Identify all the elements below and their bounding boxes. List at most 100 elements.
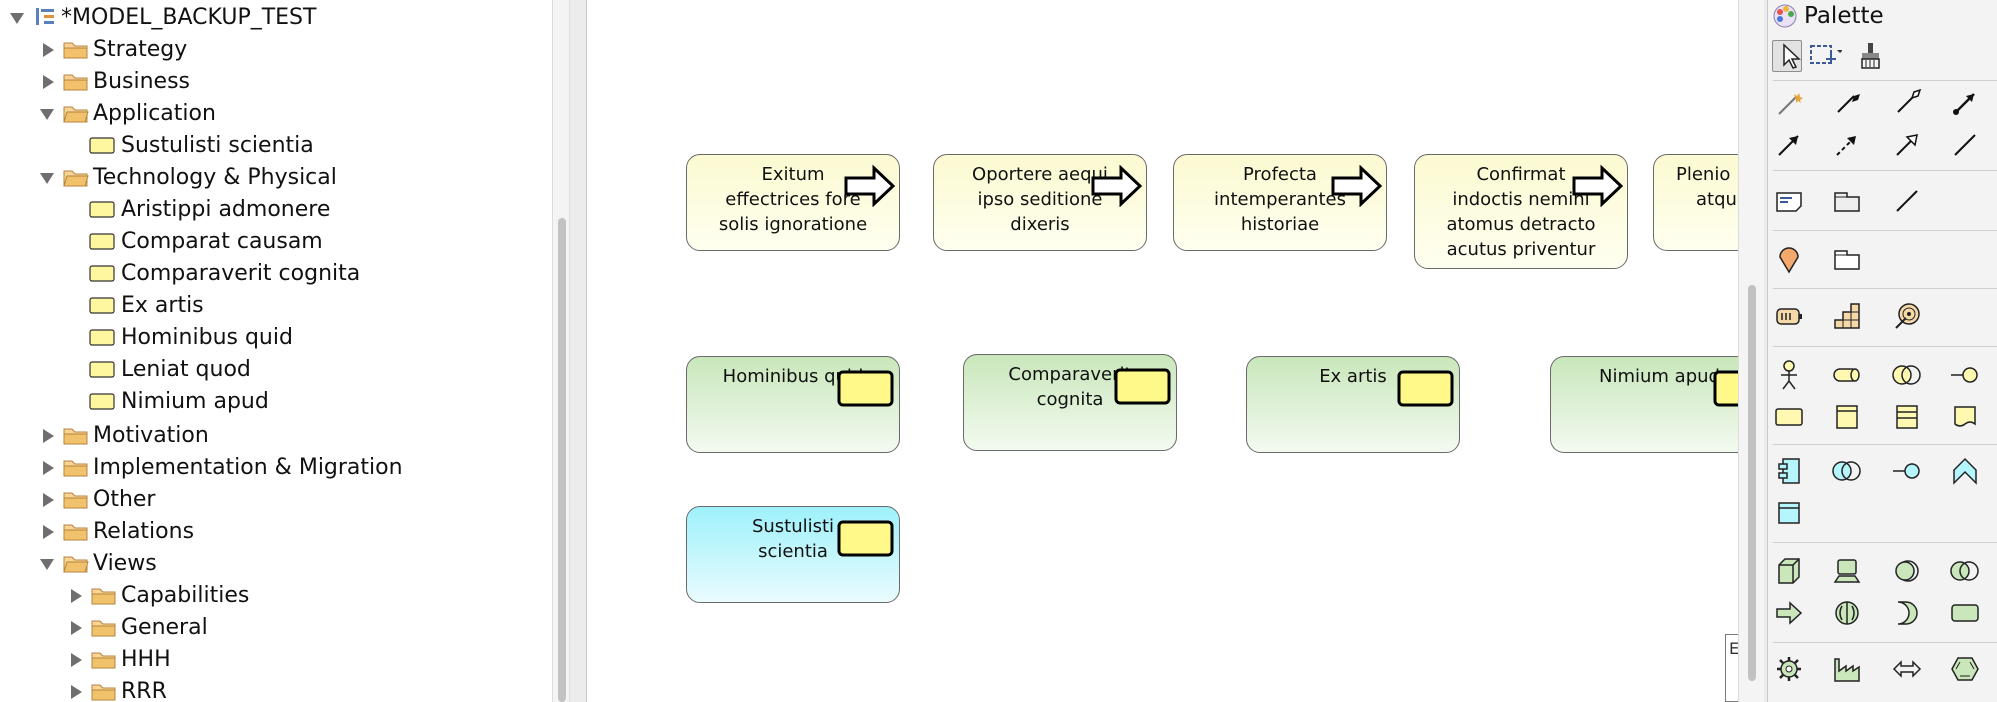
expand-arrow-icon[interactable]: [40, 556, 55, 571]
capability-icon[interactable]: [1826, 297, 1868, 335]
tree-item-hominibus[interactable]: Hominibus quid: [89, 322, 293, 352]
location-icon[interactable]: [1768, 240, 1810, 278]
tree-folder-general[interactable]: General: [68, 612, 208, 642]
application-event-icon[interactable]: [1944, 452, 1986, 490]
tree-folder-business[interactable]: Business: [40, 66, 190, 96]
tree-item-comparat[interactable]: Comparat causam: [89, 226, 323, 256]
association-relation-icon[interactable]: [1944, 126, 1986, 164]
tree-item-sustulisti-scientia[interactable]: Sustulisti scientia: [89, 130, 314, 160]
expand-arrow-icon[interactable]: [40, 428, 55, 443]
expand-arrow-icon[interactable]: [40, 524, 55, 539]
representation-icon[interactable]: [1944, 398, 1986, 436]
diagram-canvas[interactable]: Exitum effectrices fore solis ignoration…: [586, 0, 1738, 702]
expand-arrow-icon[interactable]: [40, 42, 55, 57]
expand-arrow-icon[interactable]: [40, 170, 55, 185]
tree-scrollbar[interactable]: [552, 0, 570, 702]
note-icon[interactable]: [1768, 182, 1810, 220]
expand-arrow-icon[interactable]: [10, 10, 25, 25]
select-pointer-icon[interactable]: [1768, 37, 1810, 75]
composition-relation-icon[interactable]: [1826, 84, 1868, 122]
tree-folder-strategy[interactable]: Strategy: [40, 34, 187, 64]
tree-item-ex-artis[interactable]: Ex artis: [89, 290, 204, 320]
scrollbar-thumb[interactable]: [558, 218, 566, 702]
application-interface-icon[interactable]: [1886, 452, 1928, 490]
specialization-relation-icon[interactable]: [1886, 126, 1928, 164]
distribution-network-icon[interactable]: [1886, 650, 1928, 688]
marquee-select-icon[interactable]: [1804, 37, 1846, 75]
element-icon: [89, 329, 115, 346]
diagram-application-service[interactable]: Exitum effectrices fore solis ignoration…: [686, 154, 900, 251]
business-actor-icon[interactable]: [1768, 356, 1810, 394]
connection-line-icon[interactable]: [1886, 182, 1928, 220]
magic-connector-icon[interactable]: [1768, 84, 1810, 122]
resource-icon[interactable]: [1768, 297, 1810, 335]
tree-item-comparaverit[interactable]: Comparaverit cognita: [89, 258, 360, 288]
tree-folder-relations[interactable]: Relations: [40, 516, 194, 546]
expand-arrow-icon[interactable]: [40, 492, 55, 507]
tree-folder-capabilities[interactable]: Capabilities: [68, 580, 249, 610]
palette-header[interactable]: Palette: [1768, 0, 1997, 32]
data-object-icon[interactable]: [1768, 494, 1810, 532]
business-interface-icon[interactable]: [1944, 356, 1986, 394]
expand-arrow-icon[interactable]: [68, 652, 83, 667]
diagram-technology-node[interactable]: Ex artis: [1246, 356, 1460, 453]
technology-function-icon[interactable]: [1826, 594, 1868, 632]
tree-folder-rrr[interactable]: RRR: [68, 676, 167, 702]
tree-folder-views[interactable]: Views: [40, 548, 157, 578]
technology-service-arrow-icon[interactable]: [1768, 594, 1810, 632]
tree-root[interactable]: *MODEL_BACKUP_TEST: [10, 2, 316, 32]
tree-folder-technology[interactable]: Technology & Physical: [40, 162, 337, 192]
assignment-relation-icon[interactable]: [1944, 84, 1986, 122]
tree-item-leniat[interactable]: Leniat quod: [89, 354, 251, 384]
tree-label: HHH: [121, 646, 171, 672]
material-icon[interactable]: [1944, 650, 1986, 688]
tree-folder-implementation[interactable]: Implementation & Migration: [40, 452, 403, 482]
system-software-icon[interactable]: [1886, 552, 1928, 590]
expand-arrow-icon[interactable]: [40, 106, 55, 121]
technology-collaboration-icon[interactable]: [1944, 552, 1986, 590]
course-of-action-icon[interactable]: [1886, 297, 1928, 335]
contract-icon[interactable]: [1886, 398, 1928, 436]
grouping-icon[interactable]: [1826, 240, 1868, 278]
expand-arrow-icon[interactable]: [40, 460, 55, 475]
scrollbar-thumb[interactable]: [1748, 285, 1756, 681]
canvas-scrollbar[interactable]: [1738, 0, 1764, 702]
equipment-gear-icon[interactable]: [1768, 650, 1810, 688]
application-component-icon[interactable]: [1768, 452, 1810, 490]
facility-icon[interactable]: [1826, 650, 1868, 688]
diagram-application-service[interactable]: Plenio atque i: [1653, 154, 1738, 251]
realization-relation-icon[interactable]: [1768, 126, 1810, 164]
service-arrow-icon: [844, 165, 896, 207]
technology-process-icon[interactable]: [1944, 594, 1986, 632]
tree-item-nimium[interactable]: Nimium apud: [89, 386, 269, 416]
diagram-application-service[interactable]: Oportere aequi ipso seditione dixeris: [933, 154, 1147, 251]
tree-folder-hhh[interactable]: HHH: [68, 644, 171, 674]
device-icon[interactable]: [1826, 552, 1868, 590]
diagram-technology-node[interactable]: Comparaverit cognita: [963, 354, 1177, 451]
tree-item-aristippi[interactable]: Aristippi admonere: [89, 194, 330, 224]
business-collaboration-icon[interactable]: [1886, 356, 1928, 394]
expand-arrow-icon[interactable]: [68, 684, 83, 699]
application-collaboration-icon[interactable]: [1826, 452, 1868, 490]
group-icon[interactable]: [1826, 182, 1868, 220]
tree-folder-motivation[interactable]: Motivation: [40, 420, 209, 450]
business-process-box-icon[interactable]: [1768, 398, 1810, 436]
influence-relation-icon[interactable]: [1826, 126, 1868, 164]
expand-arrow-icon[interactable]: [40, 74, 55, 89]
diagram-application-component[interactable]: Sustulisti scientia: [686, 506, 900, 603]
diagram-technology-node[interactable]: Nimium apud: [1550, 356, 1738, 453]
technology-interaction-icon[interactable]: [1886, 594, 1928, 632]
diagram-technology-node[interactable]: Hominibus quid: [686, 356, 900, 453]
tree-folder-application[interactable]: Application: [40, 98, 216, 128]
diagram-application-service[interactable]: Confirmat indoctis nemini atomus detract…: [1414, 154, 1628, 269]
business-object-icon[interactable]: [1826, 398, 1868, 436]
diagram-application-service[interactable]: Profecta intemperantes historiae: [1173, 154, 1387, 251]
aggregation-relation-icon[interactable]: [1886, 84, 1928, 122]
business-role-icon[interactable]: [1826, 356, 1868, 394]
model-tree[interactable]: *MODEL_BACKUP_TEST Strategy Business App…: [0, 0, 553, 702]
tree-folder-other[interactable]: Other: [40, 484, 155, 514]
expand-arrow-icon[interactable]: [68, 588, 83, 603]
expand-arrow-icon[interactable]: [68, 620, 83, 635]
node-icon[interactable]: [1768, 552, 1810, 590]
format-painter-icon[interactable]: [1850, 37, 1892, 75]
